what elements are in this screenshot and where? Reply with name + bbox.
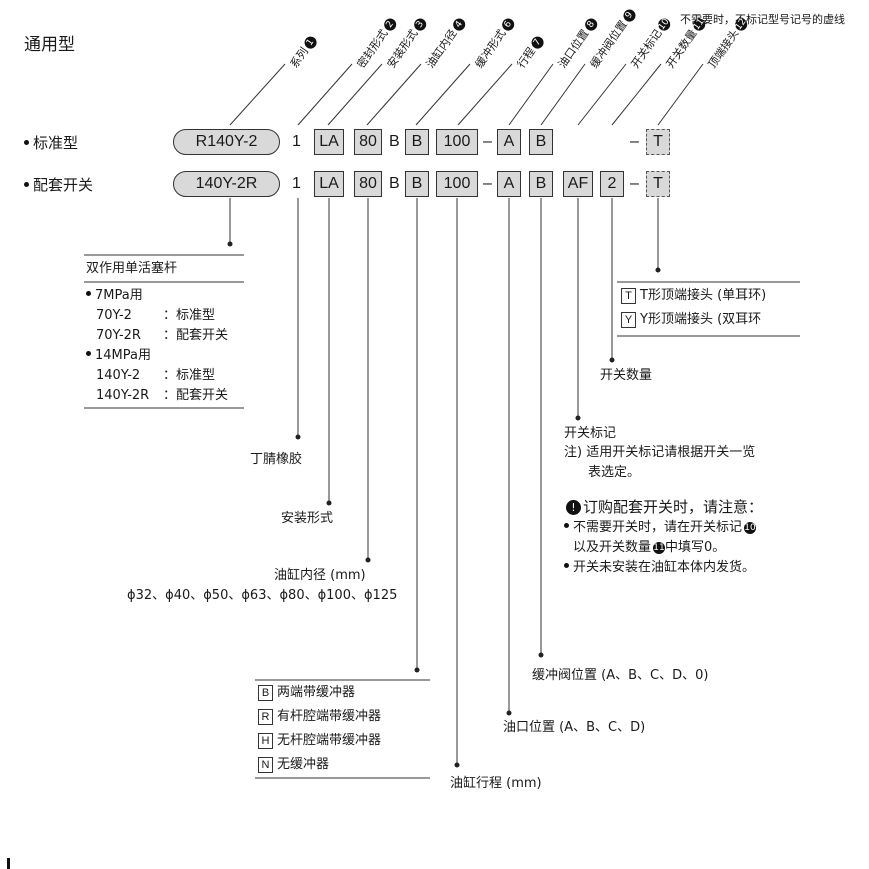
bore-label: 油缸内径 (mm) [274, 568, 366, 583]
bullet-icon [24, 140, 29, 145]
row1-series-pill: R140Y-2 [173, 129, 280, 155]
row2-port-box: A [497, 171, 521, 197]
row1-dash: – [483, 133, 492, 150]
series-group-14mpa: 14MPa用 [86, 346, 151, 366]
row1-mount-box: LA [314, 129, 344, 155]
caution-title: !订购配套开关时，请注意： [564, 496, 763, 517]
row2-switch-qty-box: 2 [600, 171, 624, 197]
series-item: 140Y-2R [96, 388, 150, 403]
exclamation-icon: ! [566, 500, 581, 515]
switch-mark-note: 注) 适用开关标记请根据开关一览 [564, 445, 756, 460]
row2-series-pill: 140Y-2R [173, 171, 280, 197]
valve-label: 缓冲阀位置 (A、B、C、D、0) [532, 668, 709, 683]
row1-cushion-box: B [405, 129, 429, 155]
row2-mount-box: LA [314, 171, 344, 197]
row1-port-box: A [497, 129, 521, 155]
row1-seal: 1 [292, 133, 301, 150]
series-item: 70Y-2R [96, 328, 141, 343]
row1-dash2: – [630, 133, 639, 150]
row2-valve-box: B [529, 171, 553, 197]
mount-label: 安装形式 [281, 511, 334, 526]
bullet-icon [24, 182, 29, 187]
row2-dash2: – [630, 175, 639, 192]
row1-stroke-box: 100 [436, 129, 478, 155]
row2-seal: 1 [292, 175, 301, 192]
caution-item: 开关未安装在油缸本体内发货。 [564, 558, 755, 578]
bullet-icon [86, 291, 91, 296]
bullet-icon [564, 563, 569, 568]
bullet-icon [86, 351, 91, 356]
row2-stroke-box: 100 [436, 171, 478, 197]
series-item-desc: ：标准型 [163, 308, 216, 323]
seal-label: 丁腈橡胶 [250, 452, 303, 467]
switch-mark-label: 开关标记 [564, 426, 617, 441]
top-note: 不需要时，不标记型号记号的虚线 [680, 13, 845, 26]
row2-dash: – [483, 175, 492, 192]
series-group-7mpa: 7MPa用 [86, 286, 143, 306]
row2-cushion-box: B [405, 171, 429, 197]
switch-mark-note: 表选定。 [588, 465, 641, 480]
row1-valve-box: B [529, 129, 553, 155]
row-label-switch: 配套开关 [24, 175, 93, 195]
number-badge: 10 [744, 522, 757, 534]
series-item: 70Y-2 [96, 308, 132, 323]
series-item-desc: ：配套开关 [163, 328, 229, 343]
port-label: 油口位置 (A、B、C、D) [503, 720, 646, 735]
row1-b-sep: B [389, 133, 400, 150]
series-item-desc: ：标准型 [163, 368, 216, 383]
series-header: 双作用单活塞杆 [86, 261, 178, 276]
row2-end-box: T [646, 171, 670, 197]
bullet-icon [564, 523, 569, 528]
row2-switch-mark-box: AF [563, 171, 593, 197]
row-label-standard: 标准型 [24, 133, 78, 153]
switch-qty-label: 开关数量 [600, 368, 653, 383]
page-title: 通用型 [24, 35, 75, 55]
row2-b-sep: B [389, 175, 400, 192]
row1-end-box: T [646, 129, 670, 155]
number-badge: 11 [653, 542, 666, 554]
row2-bore-box: 80 [354, 171, 382, 197]
bore-values: ϕ32、ϕ40、ϕ50、ϕ63、ϕ80、ϕ100、ϕ125 [127, 588, 398, 603]
series-item-desc: ：配套开关 [163, 388, 229, 403]
stroke-label: 油缸行程 (mm) [450, 776, 542, 791]
series-item: 140Y-2 [96, 368, 141, 383]
row1-bore-box: 80 [354, 129, 382, 155]
